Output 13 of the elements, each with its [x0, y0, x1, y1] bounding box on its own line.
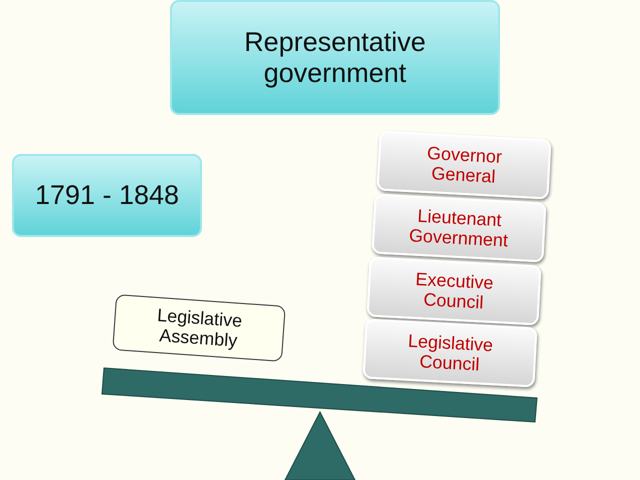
institution-box [362, 318, 538, 388]
institution-box [372, 194, 546, 262]
box-label: 1791 - 1848 [34, 180, 180, 211]
box-label: Governor General [426, 142, 504, 188]
institution-box [376, 130, 552, 200]
date-box [12, 154, 202, 237]
box-label: Lieutenant Government [408, 205, 510, 251]
institution-box [366, 256, 542, 326]
box-label: Representative government [243, 26, 427, 88]
box-label: Executive Council [414, 268, 495, 314]
box-label: Legislative Council [406, 330, 495, 376]
title-box [170, 0, 500, 115]
box-label: Legislative Assembly [156, 304, 244, 352]
